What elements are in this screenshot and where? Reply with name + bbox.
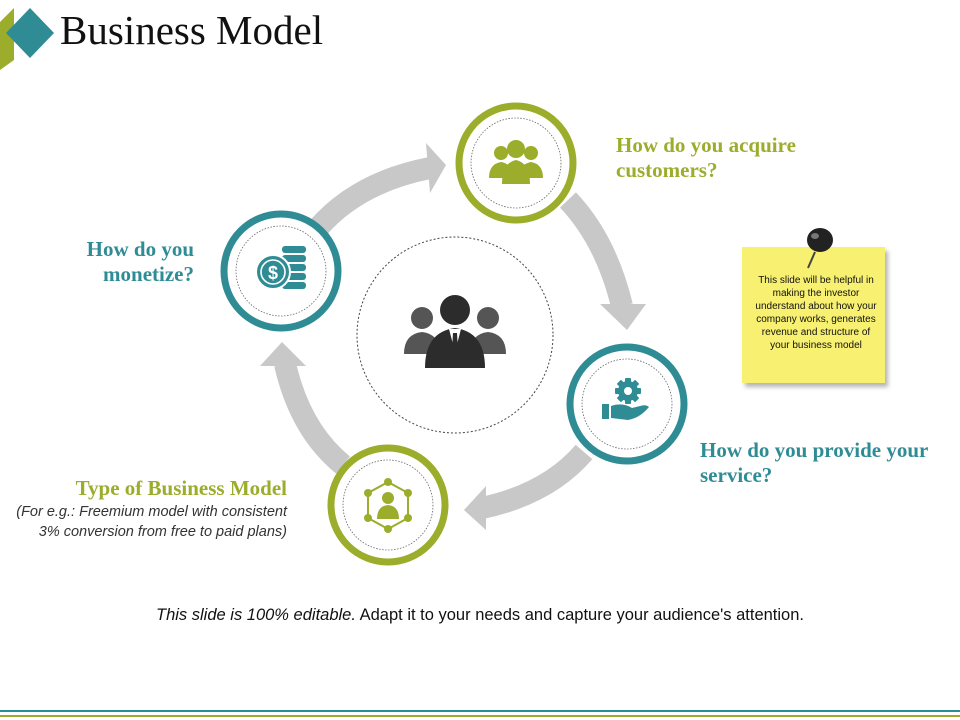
pushpin-icon: [807, 228, 833, 269]
arrow-monetize-to-acquire: [309, 157, 433, 236]
corner-green-shape: [0, 8, 14, 70]
sticky-note-text: This slide will be helpful in making the…: [755, 275, 877, 351]
footer-italic: This slide is 100% editable.: [156, 606, 356, 624]
type-description: (For e.g.: Freemium model with consisten…: [16, 504, 287, 540]
sticky-note: [742, 228, 885, 383]
provide-question: How do you provide your service?: [700, 438, 928, 487]
network-person-icon: [364, 478, 412, 533]
monetize-question: How do you monetize?: [86, 237, 194, 286]
dollar-coins-icon: $: [255, 246, 306, 290]
footer-rest: Adapt it to your needs and capture your …: [355, 606, 804, 624]
arrow-provide-to-type: [479, 444, 593, 519]
arrowhead-provide: [600, 304, 646, 330]
arrow-acquire-to-provide: [559, 192, 633, 309]
svg-text:$: $: [268, 263, 278, 283]
arrow-type-to-monetize: [274, 361, 351, 474]
arrowhead-monetize: [260, 342, 306, 366]
business-team-icon: [404, 295, 506, 368]
page-title: Business Model: [60, 7, 324, 53]
arrowhead-acquire: [426, 143, 446, 193]
arrowhead-type: [464, 486, 486, 530]
corner-diamond: [6, 8, 54, 58]
type-heading: Type of Business Model: [75, 476, 287, 500]
acquire-question: How do you acquire customers?: [616, 133, 796, 182]
hand-gear-icon: [602, 378, 649, 420]
corner-decoration: [0, 8, 54, 70]
footer-text: This slide is 100% editable. Adapt it to…: [0, 606, 960, 625]
customers-group-icon: [489, 140, 543, 184]
